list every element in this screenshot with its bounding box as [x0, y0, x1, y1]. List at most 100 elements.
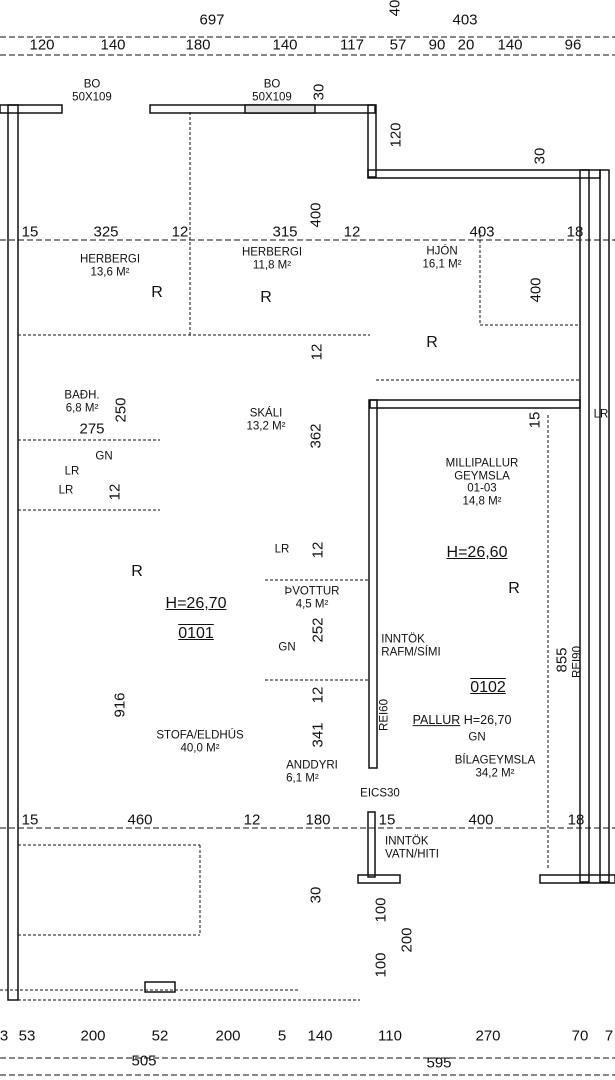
- dim-row1: 403: [469, 223, 495, 241]
- dim-bottom-total: 505: [131, 1052, 157, 1070]
- dim-vertical: 400: [527, 277, 545, 303]
- note-rei90: REI90: [571, 646, 584, 678]
- wall-entry-post: [367, 811, 376, 878]
- dim-bottom: 7: [604, 1027, 614, 1045]
- interior-partitions: [0, 112, 580, 1001]
- dim-top: 57: [389, 36, 407, 54]
- pallur-label: PALLUR H=26,70: [412, 713, 512, 728]
- dim-top-stub: 40: [386, 0, 404, 17]
- dim-row2: 18: [567, 811, 585, 829]
- dim-bottom-total: 595: [426, 1054, 452, 1072]
- millipallur-height: H=26,60: [446, 544, 508, 561]
- gn-label: GN: [278, 641, 296, 654]
- gn-label: GN: [95, 450, 113, 463]
- gn-label: GN: [468, 731, 486, 744]
- dim-row1: 325: [93, 223, 119, 241]
- dim-top: 140: [272, 36, 298, 54]
- lr-label: LR: [274, 543, 290, 556]
- dim-bottom: 52: [151, 1027, 169, 1045]
- dim-vertical: 400: [307, 202, 325, 228]
- dim-overall-left: 697: [199, 11, 225, 29]
- dim-row2: 15: [21, 811, 39, 829]
- dim-bottom: 140: [307, 1027, 333, 1045]
- dim-vertical: 12: [309, 541, 327, 559]
- dim-row1: 315: [272, 223, 298, 241]
- dim-vertical: 15: [526, 411, 544, 429]
- dim-vertical: 12: [106, 483, 124, 501]
- dim-vertical: 30: [307, 886, 325, 904]
- dim-vertical: 252: [309, 617, 327, 643]
- dim-bottom: 3: [0, 1027, 9, 1045]
- wall-left: [7, 104, 19, 1001]
- r-marker: R: [151, 284, 163, 301]
- window-bottom: [144, 981, 176, 993]
- note-inntok-vatn: INNTÖK VATN/HITI: [385, 835, 439, 860]
- dim-row2: 460: [127, 811, 153, 829]
- wall-garage-bottom-r: [539, 874, 615, 884]
- dim-top: 96: [564, 36, 582, 54]
- dim-vertical: 12: [308, 343, 326, 361]
- note-eics30: EICS30: [360, 787, 400, 800]
- dim-badh-width: 275: [79, 420, 105, 438]
- wall-top-jog: [367, 104, 377, 178]
- r-marker: R: [426, 334, 438, 351]
- dim-vertical: 30: [531, 147, 549, 165]
- wall-top-right: [367, 169, 601, 179]
- dim-row2: 12: [243, 811, 261, 829]
- r-marker: R: [131, 563, 143, 580]
- dim-bottom: 200: [215, 1027, 241, 1045]
- dim-vertical: 200: [398, 927, 416, 953]
- dim-top: 140: [100, 36, 126, 54]
- dim-row1: 12: [171, 223, 189, 241]
- dim-vertical: 30: [310, 83, 328, 101]
- lr-label: LR: [64, 465, 80, 478]
- dim-top: 140: [497, 36, 523, 54]
- dim-bottom: 70: [571, 1027, 589, 1045]
- dim-vertical: 100: [372, 897, 390, 923]
- dim-vertical: 250: [112, 397, 130, 423]
- dim-bottom: 270: [475, 1027, 501, 1045]
- dim-row2: 400: [468, 811, 494, 829]
- unit-0101-height: H=26,70: [165, 595, 227, 612]
- dim-row2: 180: [305, 811, 331, 829]
- window-bo-2: [244, 104, 316, 114]
- dim-vertical: 120: [387, 122, 405, 148]
- dim-bottom: 110: [378, 1027, 402, 1045]
- lr-label: LR: [593, 408, 609, 421]
- dim-vertical: 341: [309, 722, 327, 748]
- lr-label: LR: [58, 484, 74, 497]
- wall-right-2: [599, 169, 610, 883]
- r-marker: R: [260, 289, 272, 306]
- dim-row2: 15: [378, 811, 396, 829]
- dim-vertical: 12: [309, 686, 327, 704]
- wall-garage-top: [369, 399, 581, 409]
- unit-0101-number: 0101: [178, 625, 214, 642]
- r-marker: R: [508, 580, 520, 597]
- room-badh: BAÐH.6,8 M²: [64, 389, 100, 414]
- dim-top: 20: [457, 36, 475, 54]
- wall-right-1: [579, 169, 590, 883]
- dim-vertical: 916: [111, 692, 129, 718]
- dim-bottom: 53: [18, 1027, 36, 1045]
- wall-garage-left: [368, 399, 378, 769]
- dimension-lines: [0, 36, 615, 1076]
- dim-row1: 12: [343, 223, 361, 241]
- wall-top-left: [0, 104, 63, 114]
- dim-row1: 18: [566, 223, 584, 241]
- dim-overall-right: 403: [452, 11, 478, 29]
- unit-0102-number: 0102: [470, 679, 506, 696]
- wall-garage-bottom: [357, 874, 401, 884]
- dim-top: 90: [428, 36, 446, 54]
- note-rei60: REI60: [378, 699, 391, 731]
- dim-vertical: 100: [372, 952, 390, 978]
